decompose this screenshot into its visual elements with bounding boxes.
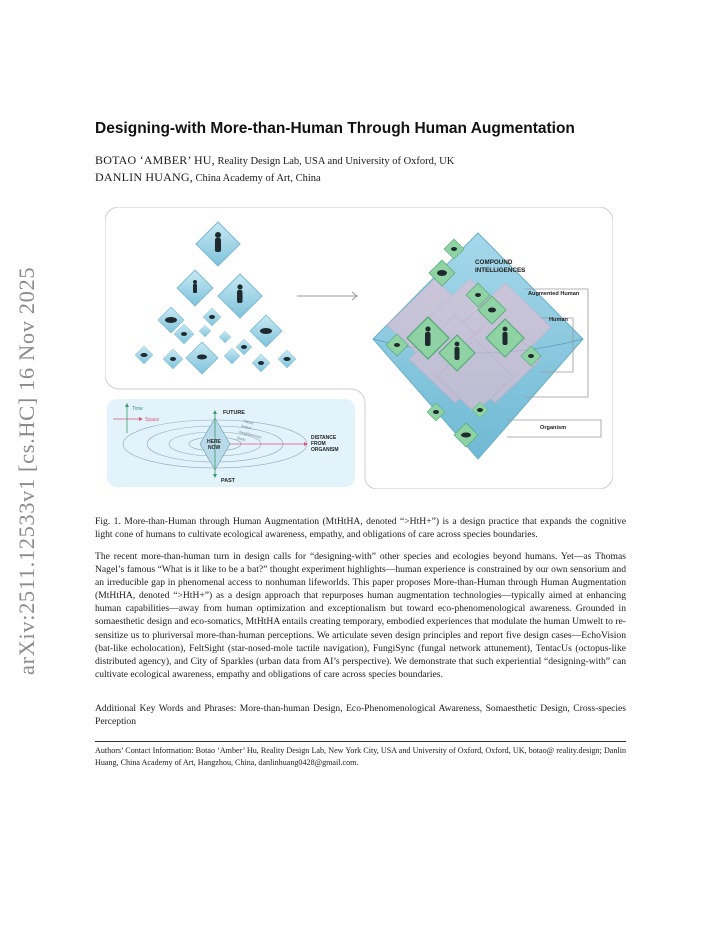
footnote-divider <box>95 741 626 742</box>
ring-label: Planet <box>243 419 254 425</box>
label-augmented-human: Augmented Human <box>528 291 580 297</box>
compound-intelligence-diamond <box>372 232 602 460</box>
light-cone-inset: Time Space FUTURE PAST HERE NOW DISTANCE… <box>107 399 355 487</box>
label-now: NOW <box>208 445 221 451</box>
label-from: FROM <box>311 441 326 447</box>
arxiv-identifier: arXiv:2511.12533v1 [cs.HC] 16 Nov 2025 <box>14 266 39 675</box>
legend-space: Space <box>145 417 159 423</box>
label-organism: Organism <box>540 425 566 431</box>
label-intelligences: INTELLIGENCES <box>475 267 525 274</box>
ring-label: Body <box>237 436 246 442</box>
author-contact-info: Authors’ Contact Information: Botao ‘Amb… <box>95 746 626 767</box>
transition-arrow <box>297 291 358 301</box>
label-distance: DISTANCE <box>311 435 337 441</box>
ring-label: Neighborhood <box>239 430 262 439</box>
author-name: BOTAO ‘AMBER’ HU, <box>95 153 215 167</box>
label-here: HERE <box>207 439 222 445</box>
label-organism-distance: ORGANISM <box>311 447 339 453</box>
figure-caption: Fig. 1. More-than-Human through Human Au… <box>95 516 626 541</box>
label-future: FUTURE <box>223 410 245 416</box>
author-line-2: DANLIN HUANG, China Academy of Art, Chin… <box>95 170 321 185</box>
label-human: Human <box>549 317 569 323</box>
teaser-figure: COMPOUND INTELLIGENCES Augmented Human H… <box>105 207 613 489</box>
author-affiliation: China Academy of Art, China <box>192 173 321 184</box>
author-affiliation: Reality Design Lab, USA and University o… <box>214 156 455 167</box>
ring-label: Nation <box>241 424 252 430</box>
label-past: PAST <box>221 478 236 484</box>
abstract: The recent more-than-human turn in desig… <box>95 551 626 680</box>
author-name: DANLIN HUANG, <box>95 170 193 184</box>
label-compound: COMPOUND <box>475 259 513 266</box>
legend-time: Time <box>132 406 143 412</box>
paper-title: Designing-with More-than-Human Through H… <box>95 120 575 137</box>
author-line-1: BOTAO ‘AMBER’ HU, Reality Design Lab, US… <box>95 153 454 168</box>
species-diamond-pyramid <box>134 221 297 375</box>
keywords: Additional Key Words and Phrases: More-t… <box>95 703 626 728</box>
